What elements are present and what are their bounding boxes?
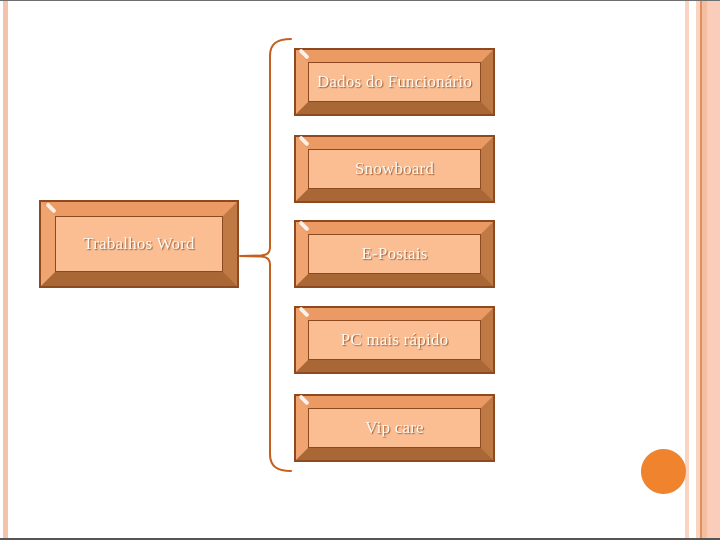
right-accent-stripe-medium <box>702 1 707 538</box>
shape-box-vip-care[interactable]: Vip care <box>296 394 493 460</box>
target-box-label: Snowboard <box>354 159 435 178</box>
bevel-highlight <box>298 48 310 60</box>
target-box-label: PC mais rápido <box>340 330 449 349</box>
slide-top-border <box>0 0 720 1</box>
shape-box-e-postais[interactable]: E-Postais <box>296 220 493 286</box>
accent-circle <box>641 449 686 494</box>
right-accent-stripe-dark-line <box>700 1 702 538</box>
shape-box-dados-do-funcionario[interactable]: Dados do Funcionário <box>296 48 493 114</box>
target-box-label: E-Postais <box>361 244 428 263</box>
bevel-highlight <box>45 202 57 214</box>
source-box-label: Trabalhos Word <box>83 234 195 253</box>
slide-bottom-border <box>0 538 720 540</box>
bevel-highlight <box>298 394 310 406</box>
left-brace-connector <box>239 38 292 472</box>
right-accent-stripe-block <box>707 1 720 538</box>
right-accent-stripe-1 <box>685 1 689 538</box>
target-box-label: Dados do Funcionário <box>316 72 473 91</box>
bevel-highlight <box>298 306 310 318</box>
shape-box-snowboard[interactable]: Snowboard <box>296 135 493 201</box>
bevel-highlight <box>298 135 310 147</box>
target-box-label: Vip care <box>365 418 424 437</box>
right-accent-stripe-2 <box>696 1 700 538</box>
shape-box-trabalhos-word[interactable]: Trabalhos Word <box>41 202 237 286</box>
bevel-highlight <box>298 220 310 232</box>
shape-box-pc-mais-rapido[interactable]: PC mais rápido <box>296 306 493 372</box>
left-accent-stripe <box>3 1 8 538</box>
